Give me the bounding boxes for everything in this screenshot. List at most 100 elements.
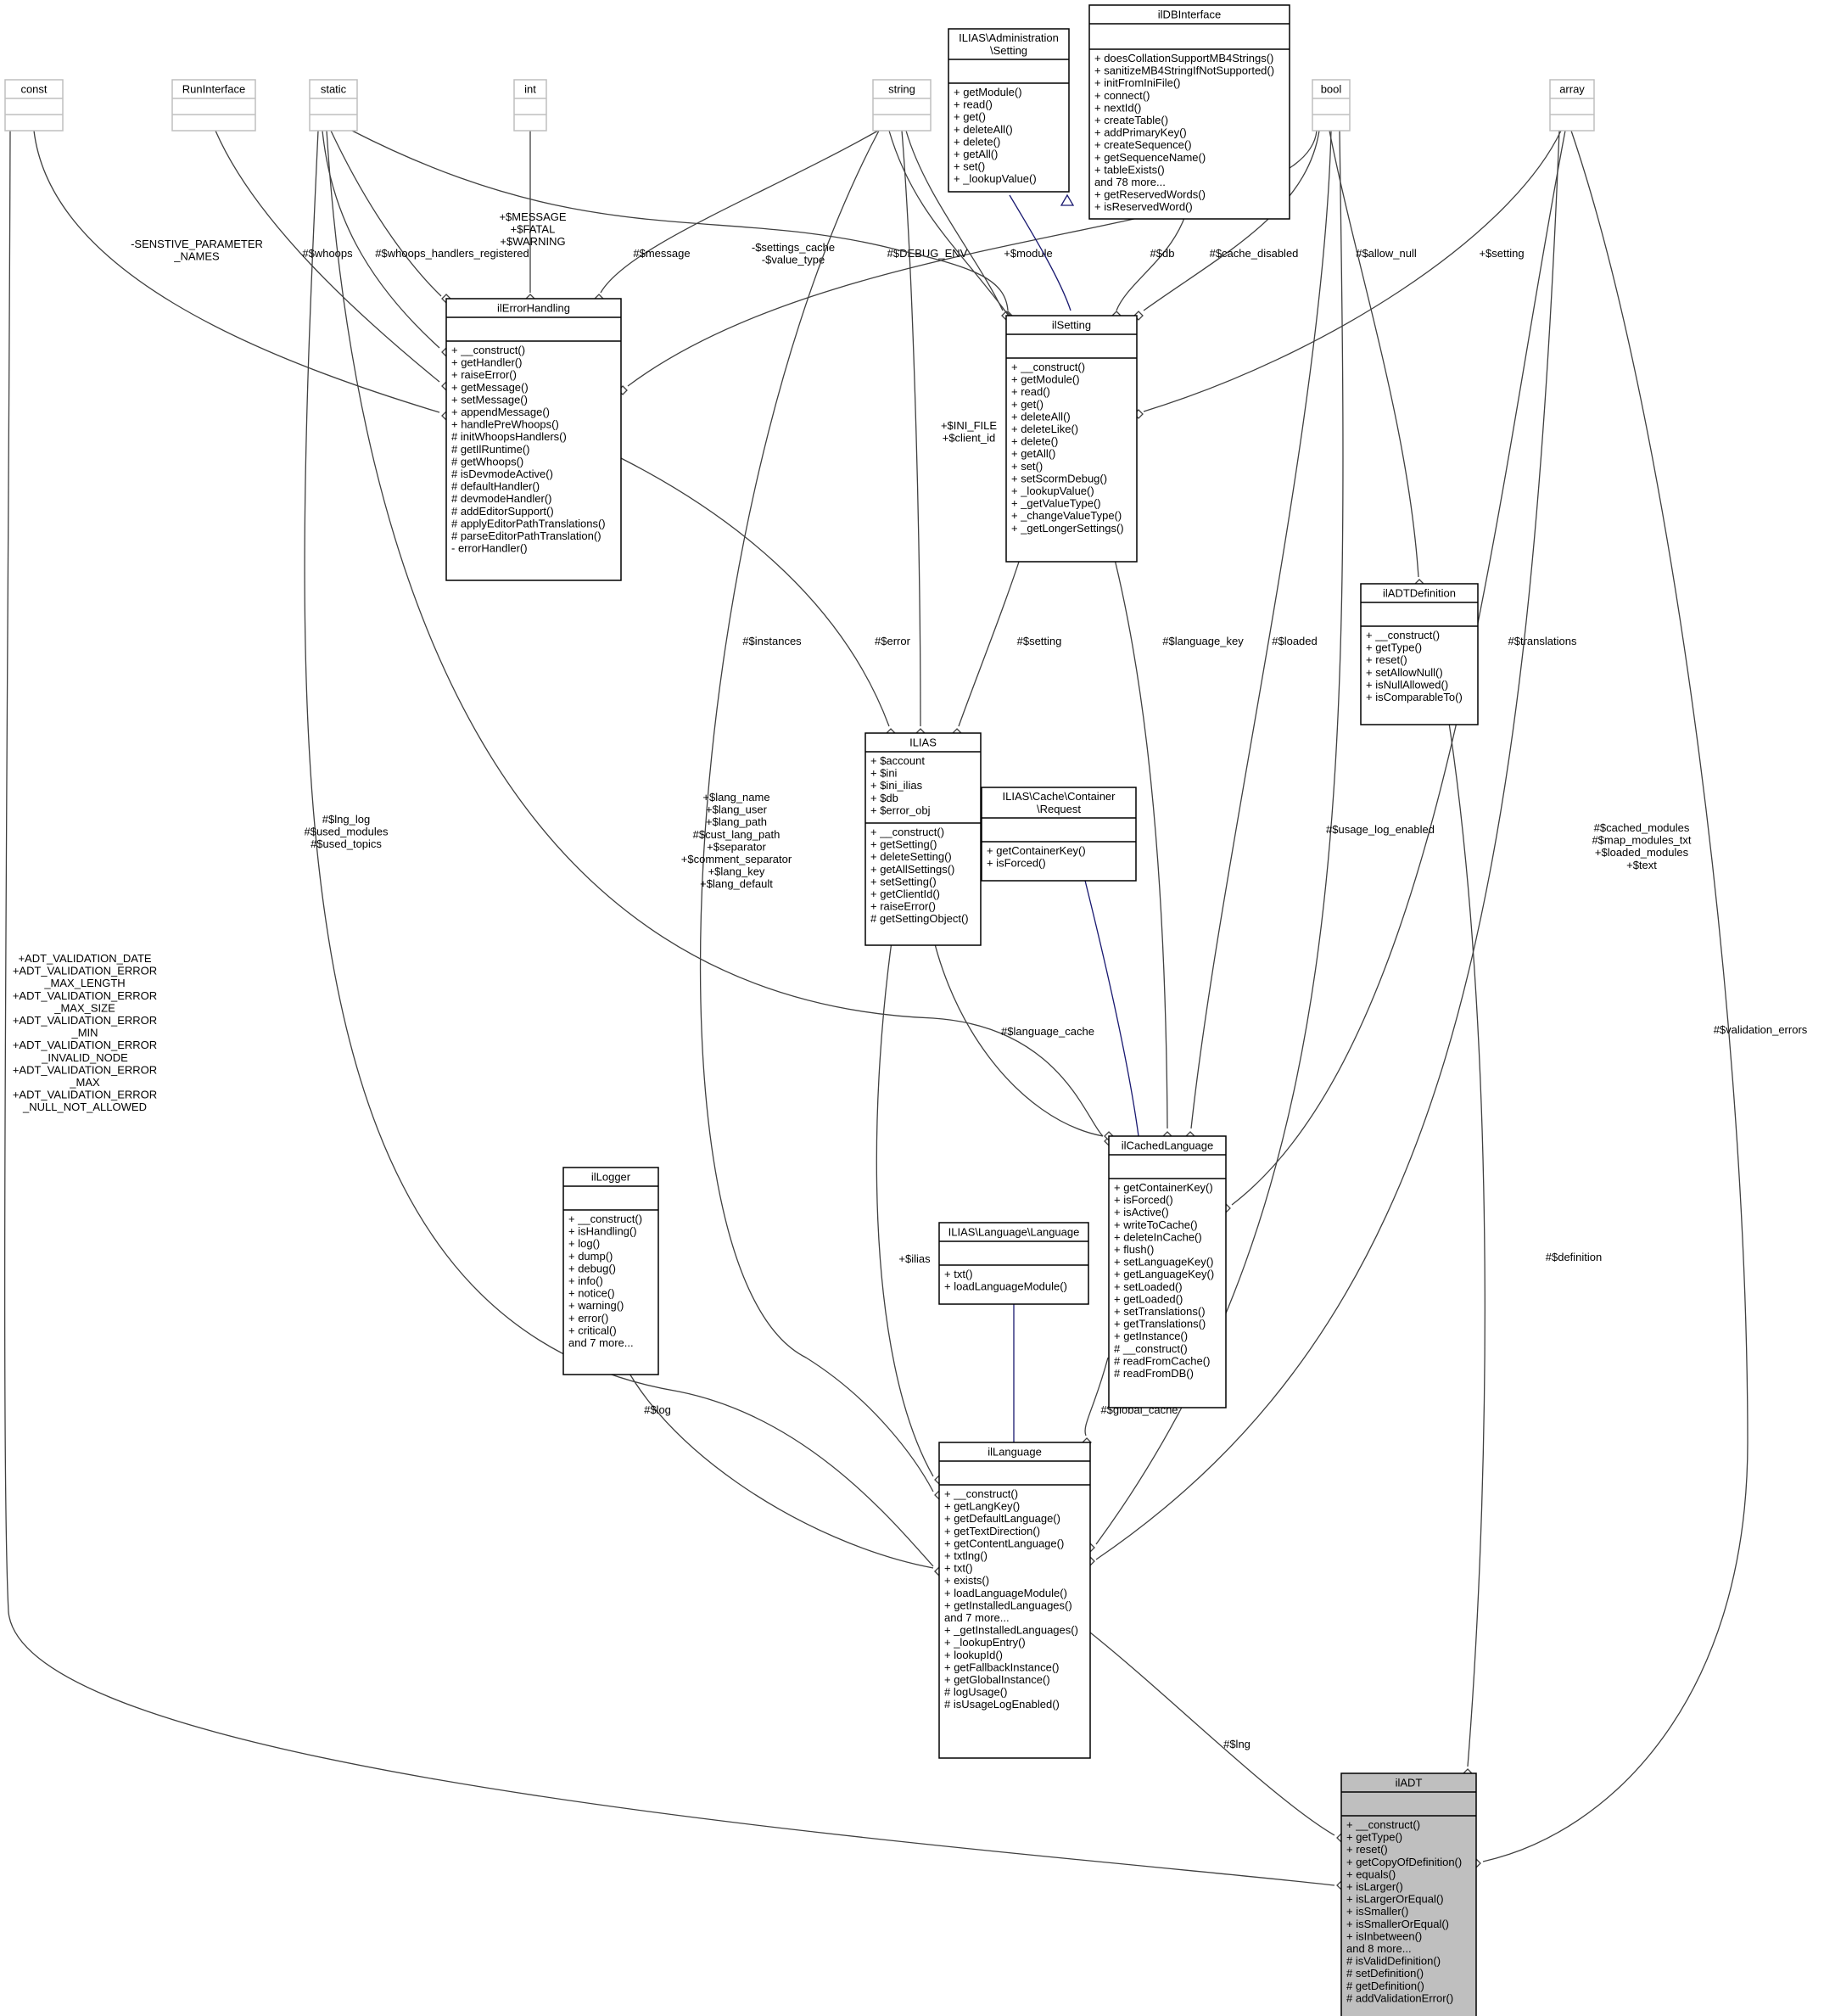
class-ilerrorhandling[interactable]: ilErrorHandling+ __construct()+ getHandl…	[445, 298, 622, 581]
class-method: + getDefaultLanguage()	[944, 1512, 1060, 1525]
class-method: + critical()	[568, 1324, 617, 1336]
class-method: + deleteInCache()	[1114, 1230, 1202, 1243]
class-method: + getContentLanguage()	[944, 1537, 1064, 1549]
class-method: # isUsageLogEnabled()	[944, 1698, 1060, 1711]
edge-label: +$text	[1626, 859, 1657, 871]
class-box	[1360, 583, 1479, 725]
class-const[interactable]: const	[4, 79, 64, 132]
class-method: + get()	[1011, 398, 1043, 411]
edge-static_cached: #$instances	[326, 130, 1114, 1146]
class-method: # devmodeHandler()	[451, 492, 552, 505]
association-line	[215, 130, 440, 383]
class-method: + getModule()	[1011, 373, 1080, 386]
class-method: # addEditorSupport()	[451, 505, 554, 518]
association-line	[351, 130, 1009, 311]
class-method: + createSequence()	[1094, 138, 1192, 151]
class-method: + getHandler()	[451, 356, 522, 369]
class-method: # setDefinition()	[1346, 1967, 1424, 1980]
class-illogger[interactable]: ilLogger+ __construct()+ isHandling()+ l…	[562, 1167, 659, 1375]
class-runinterface[interactable]: RunInterface	[171, 79, 256, 132]
class-int[interactable]: int	[513, 79, 547, 132]
association-line	[905, 130, 1004, 311]
edge-array_illang: #$cached_modules#$map_modules_txt+$loade…	[1085, 130, 1692, 1566]
class-box	[4, 79, 64, 132]
class-name: \Request	[1037, 803, 1081, 815]
class-name: ilLanguage	[988, 1446, 1042, 1459]
class-method: + dump()	[568, 1250, 613, 1263]
class-name: static	[321, 83, 347, 96]
edge-label: +$ilias	[898, 1252, 931, 1265]
class-method: # initWhoopsHandlers()	[451, 430, 567, 443]
class-name: ilErrorHandling	[497, 302, 570, 315]
class-method: + loadLanguageModule()	[944, 1587, 1067, 1599]
edge-const_iladt: +ADT_VALIDATION_DATE+ADT_VALIDATION_ERRO…	[3, 130, 1346, 1890]
class-method: + deleteSetting()	[870, 850, 952, 863]
class-method: # applyEditorPathTranslations()	[451, 517, 606, 529]
class-method: + isLargerOrEqual()	[1346, 1893, 1444, 1906]
edge-label: _NAMES	[173, 250, 220, 263]
edge-int_ilerr: +$MESSAGE+$FATAL+$WARNING	[499, 131, 567, 304]
edge-label: _MAX_LENGTH	[43, 977, 125, 989]
edge-label: +$setting	[1479, 247, 1524, 260]
class-iladtdefinition[interactable]: ilADTDefinition+ __construct()+ getType(…	[1360, 583, 1479, 725]
class-ilcachedlanguage[interactable]: ilCachedLanguage+ getContainerKey()+ isF…	[1108, 1135, 1227, 1408]
class-ilsetting[interactable]: ilSetting+ __construct()+ getModule()+ r…	[1005, 315, 1138, 563]
edge-label: #$validation_errors	[1714, 1023, 1808, 1036]
edge-label: #$DEBUG_ENV	[887, 247, 968, 260]
class-method: # getWhoops()	[451, 455, 523, 468]
class-method: + setScormDebug()	[1011, 472, 1107, 484]
class-lang_iface[interactable]: ILIAS\Language\Language+ txt()+ loadLang…	[938, 1222, 1089, 1305]
class-method: + raiseError()	[870, 900, 936, 913]
class-method: + connect()	[1094, 89, 1150, 102]
classes-layer: const RunInterface static int string ILIAS\Ad…	[4, 4, 1595, 2016]
class-method: + flush()	[1114, 1243, 1154, 1256]
edge-label: #$used_modules	[304, 826, 389, 838]
class-box	[938, 1222, 1089, 1305]
class-static[interactable]: static	[309, 79, 358, 132]
class-method: + __construct()	[1011, 361, 1085, 373]
class-method: + setLoaded()	[1114, 1280, 1183, 1293]
class-method: + getAllSettings()	[870, 863, 954, 876]
class-box	[864, 732, 982, 946]
class-method: + getTranslations()	[1114, 1318, 1206, 1330]
class-name: ilDBInterface	[1158, 8, 1221, 21]
edge-label: +$lang_name	[702, 791, 769, 804]
edge-label: #$instances	[742, 635, 802, 647]
class-method: + _changeValueType()	[1011, 509, 1122, 522]
class-method: # getDefinition()	[1346, 1980, 1424, 1992]
class-illanguage[interactable]: ilLanguage+ __construct()+ getLangKey()+…	[938, 1442, 1091, 1759]
class-bool[interactable]: bool	[1312, 79, 1351, 132]
class-method: # addValidationError()	[1346, 1991, 1453, 2004]
class-method: + tableExists()	[1094, 163, 1165, 176]
class-method: + appendMessage()	[451, 406, 550, 418]
association-line	[1448, 722, 1485, 1767]
class-box	[1549, 79, 1595, 132]
association-line	[1190, 130, 1332, 1129]
class-method: # logUsage()	[944, 1686, 1007, 1699]
inheritance-line	[1077, 849, 1139, 1137]
class-method: # parseEditorPathTranslation()	[451, 529, 601, 542]
edge-label: +ADT_VALIDATION_ERROR	[13, 1039, 157, 1051]
class-cache_request[interactable]: ILIAS\Cache\Container\Request+ getContai…	[981, 787, 1137, 882]
class-box	[1088, 4, 1290, 220]
class-ilias[interactable]: ILIAS+ $account+ $ini+ $ini_ilias+ $db+ …	[864, 732, 982, 946]
edge-string_cached: #$language_key	[888, 130, 1244, 1141]
class-method: + __construct()	[1366, 629, 1440, 641]
class-array[interactable]: array	[1549, 79, 1595, 132]
class-box	[562, 1167, 659, 1375]
class-iladt[interactable]: ilADT+ __construct()+ getType()+ reset()…	[1340, 1772, 1477, 2016]
class-method: + _getInstalledLanguages()	[944, 1624, 1078, 1637]
class-ildbinterface[interactable]: ilDBInterface+ doesCollationSupportMB4St…	[1088, 4, 1290, 220]
class-method: + delete()	[954, 135, 1000, 148]
class-admin_setting[interactable]: ILIAS\Administration\Setting+ getModule(…	[948, 28, 1070, 193]
class-method: + equals()	[1346, 1868, 1396, 1880]
class-name: ilADT	[1396, 1777, 1423, 1789]
edge-label: +$lang_user	[706, 804, 768, 816]
class-name: array	[1559, 83, 1585, 96]
class-name: ILIAS\Language\Language	[948, 1226, 1080, 1239]
class-method: + exists()	[944, 1574, 989, 1587]
edge-array_iladt: #$validation_errors	[1471, 130, 1808, 1868]
class-box	[1108, 1135, 1227, 1408]
class-method: + setLanguageKey()	[1114, 1256, 1213, 1268]
class-string[interactable]: string	[872, 79, 932, 132]
